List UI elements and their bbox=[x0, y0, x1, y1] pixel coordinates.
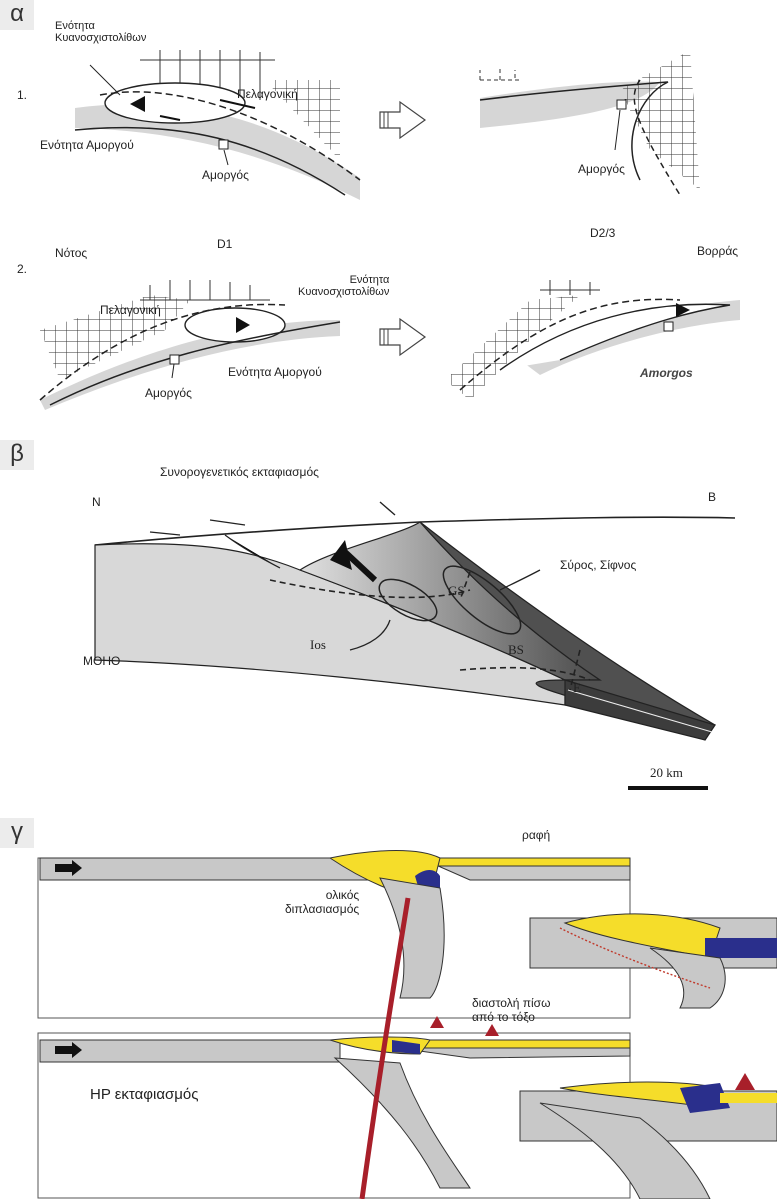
d1-label: D1 bbox=[217, 237, 233, 251]
amorgos-unit-label-1: Ενότητα Αμοργού bbox=[40, 138, 134, 152]
suture-label: ραφή bbox=[522, 828, 551, 842]
north-label-b: B bbox=[708, 490, 717, 504]
panel-gamma-diagram bbox=[37, 850, 777, 1199]
hp-exhumation-label: HP εκταφιασμός bbox=[90, 1086, 199, 1103]
backarc-extension-label: διαστολή πίσω από το τόξο bbox=[472, 996, 551, 1024]
scale-bar-label: 20 km bbox=[650, 765, 683, 780]
south-label: Νότος bbox=[55, 246, 88, 260]
panel-alpha-diagram bbox=[39, 50, 740, 410]
row-2-number: 2. bbox=[17, 262, 28, 276]
amorgos-latin-label: Amorgos bbox=[640, 366, 693, 380]
blueschist-unit-label-1: Ενότητα Κυανοσχιστολίθων bbox=[55, 20, 147, 44]
amorgos-label-1-right: Αμοργός bbox=[578, 162, 625, 176]
arrow-row-1 bbox=[379, 100, 427, 140]
total-doubling-label: ολικός διπλασιασμός bbox=[285, 888, 360, 916]
row-1-number: 1. bbox=[17, 88, 28, 102]
moho-label: MOHO bbox=[83, 654, 121, 668]
arrow-row-2 bbox=[379, 317, 427, 357]
panel-gamma: γ ραφ bbox=[0, 818, 777, 1199]
north-label: Βορράς bbox=[697, 244, 739, 258]
syn-orogenic-exhumation-title: Συνορογενετικός εκταφιασμός bbox=[160, 465, 319, 479]
pelagonian-label-1: Πελαγονική bbox=[237, 87, 298, 101]
ios-label: Ios bbox=[310, 637, 326, 652]
panel-beta: β bbox=[0, 440, 777, 810]
pelagonian-label-2: Πελαγονική bbox=[100, 303, 161, 317]
bs-label: BS bbox=[508, 642, 524, 657]
syros-sifnos-label: Σύρος, Σίφνος bbox=[560, 558, 637, 572]
d23-label: D2/3 bbox=[590, 226, 616, 240]
sketch-2-right bbox=[445, 280, 740, 400]
sketch-2-left bbox=[39, 280, 341, 410]
sketch-1-right bbox=[479, 50, 700, 196]
blueschist-unit-label-2: Ενότητα Κυανοσχιστολίθων bbox=[298, 274, 390, 298]
panel-tag-alpha: α bbox=[0, 0, 34, 30]
amorgos-label-2-left: Αμοργός bbox=[145, 386, 192, 400]
panel-tag-gamma: γ bbox=[0, 818, 34, 848]
gs-label: GS bbox=[448, 583, 465, 598]
sketch-1-left bbox=[74, 50, 361, 200]
panel-alpha: α bbox=[0, 0, 777, 420]
amorgos-unit-label-2: Ενότητα Αμοργού bbox=[228, 365, 322, 379]
e-label: E bbox=[573, 680, 581, 695]
amorgos-label-1-left: Αμοργός bbox=[202, 168, 249, 182]
panel-beta-diagram bbox=[94, 501, 736, 790]
panel-tag-beta: β bbox=[0, 440, 34, 470]
north-label-n: N bbox=[92, 495, 101, 509]
